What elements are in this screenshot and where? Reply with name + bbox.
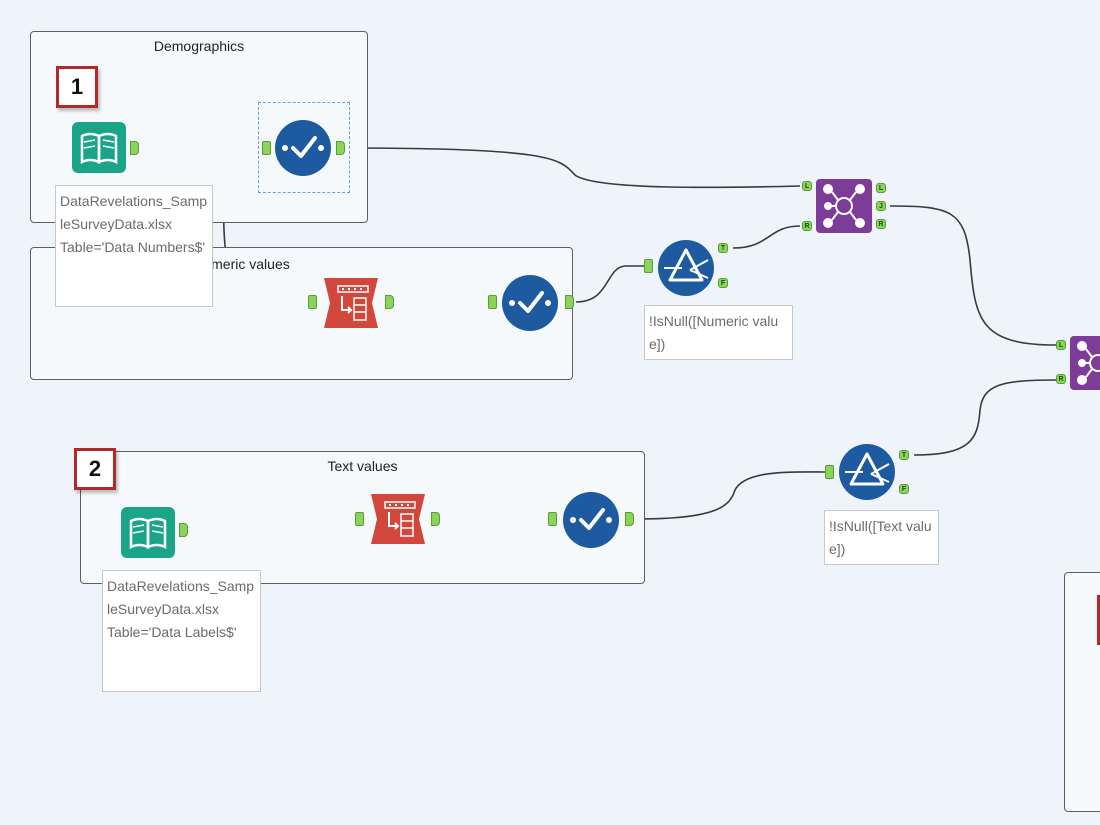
output-anchor[interactable] <box>625 512 634 526</box>
input-anchor[interactable] <box>308 295 317 309</box>
filter-icon <box>839 444 895 500</box>
annotation-input-1: DataRevelations_SampleSurveyData.xlsx Ta… <box>55 185 213 307</box>
output-anchor[interactable] <box>336 141 345 155</box>
checkmark-icon <box>563 492 619 548</box>
right-input-anchor[interactable]: R <box>802 221 812 231</box>
left-input-anchor[interactable]: L <box>1056 340 1066 350</box>
right-output-anchor[interactable]: R <box>876 219 886 229</box>
filter-icon <box>658 240 714 296</box>
transpose-tool-2[interactable] <box>367 490 429 548</box>
step-badge-2: 2 <box>74 448 116 490</box>
annotation-filter-2: !IsNull([Text value]) <box>824 510 939 565</box>
input-anchor[interactable] <box>825 465 834 479</box>
book-icon <box>72 122 126 173</box>
output-anchor[interactable] <box>565 295 574 309</box>
transpose-icon <box>371 494 425 544</box>
container-title: Demographics <box>153 38 245 54</box>
join-output-anchor[interactable]: J <box>876 201 886 211</box>
input-data-tool-2[interactable] <box>119 505 177 560</box>
select-tool-2[interactable] <box>500 273 560 333</box>
join-tool-1[interactable] <box>814 177 874 235</box>
select-tool-3[interactable] <box>561 490 621 550</box>
false-anchor[interactable]: F <box>899 484 909 494</box>
transpose-tool-1[interactable] <box>320 274 382 332</box>
output-anchor[interactable] <box>431 512 440 526</box>
container-badge-partial <box>1097 595 1100 645</box>
input-anchor[interactable] <box>355 512 364 526</box>
input-data-tool-1[interactable] <box>70 120 128 175</box>
join-icon <box>816 179 872 233</box>
right-input-anchor[interactable]: R <box>1056 374 1066 384</box>
output-anchor[interactable] <box>130 141 139 155</box>
connection-select2-filter1 <box>575 265 644 303</box>
container-partial-right[interactable] <box>1064 572 1100 812</box>
container-title: Text values <box>327 458 398 474</box>
join-tool-2[interactable] <box>1068 334 1100 392</box>
step-badge-1: 1 <box>56 66 98 108</box>
connection-select1-join1 <box>347 147 801 189</box>
connection-filter1-join1 <box>732 225 801 249</box>
filter-tool-2[interactable] <box>837 442 897 502</box>
select-tool-1[interactable] <box>273 118 333 178</box>
container-title: Numeric values <box>193 256 290 272</box>
left-input-anchor[interactable]: L <box>802 181 812 191</box>
output-anchor[interactable] <box>179 523 188 537</box>
input-anchor[interactable] <box>488 295 497 309</box>
connection-join1-join2 <box>889 205 1057 346</box>
left-output-anchor[interactable]: L <box>876 183 886 193</box>
false-anchor[interactable]: F <box>718 278 728 288</box>
join-icon <box>1070 336 1100 390</box>
true-anchor[interactable]: T <box>899 450 909 460</box>
input-anchor[interactable] <box>644 259 653 273</box>
input-anchor[interactable] <box>548 512 557 526</box>
input-anchor[interactable] <box>262 141 271 155</box>
selection-box <box>258 102 350 193</box>
true-anchor[interactable]: T <box>718 243 728 253</box>
output-anchor[interactable] <box>385 295 394 309</box>
book-icon <box>121 507 175 558</box>
container-numeric-values[interactable]: Numeric values <box>30 247 573 380</box>
filter-tool-1[interactable] <box>656 238 716 298</box>
annotation-filter-1: !IsNull([Numeric value]) <box>644 305 793 360</box>
connection-filter2-join2 <box>913 379 1057 456</box>
annotation-input-2: DataRevelations_SampleSurveyData.xlsx Ta… <box>102 570 261 692</box>
transpose-icon <box>324 278 378 328</box>
checkmark-icon <box>275 120 331 176</box>
connection-select3-filter2 <box>636 471 826 520</box>
checkmark-icon <box>502 275 558 331</box>
